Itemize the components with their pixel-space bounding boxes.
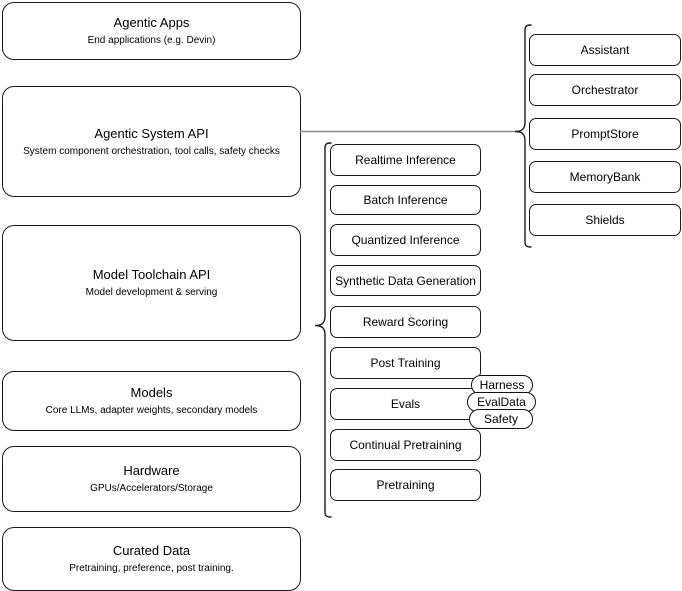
layer-subtitle: Core LLMs, adapter weights, secondary mo… [45,405,258,416]
layer-agentic-system-api[interactable]: Agentic System API System component orch… [2,86,301,197]
brace-model-toolchain-components [312,140,334,520]
component-memorybank[interactable]: MemoryBank [529,161,681,193]
connector-system-api-to-components [300,124,518,140]
component-shields[interactable]: Shields [529,204,681,236]
component-label: Synthetic Data Generation [335,273,476,288]
component-label: PromptStore [571,127,639,141]
component-post-training[interactable]: Post Training [330,347,481,379]
component-reward-scoring[interactable]: Reward Scoring [330,306,481,338]
badge-evaldata[interactable]: EvalData [467,392,536,412]
component-label: MemoryBank [569,170,641,184]
layer-models[interactable]: Models Core LLMs, adapter weights, secon… [2,371,301,431]
badge-label: Safety [483,411,519,426]
component-label: Realtime Inference [355,153,456,167]
component-pretraining[interactable]: Pretraining [330,469,481,501]
layer-subtitle: End applications (e.g. Devin) [87,35,216,46]
component-label: Batch Inference [363,193,448,207]
layer-subtitle: Model development & serving [85,287,218,298]
layer-curated-data[interactable]: Curated Data Pretraining, preference, po… [2,527,301,591]
badge-label: Harness [479,377,525,392]
component-assistant[interactable]: Assistant [529,34,681,66]
component-label: Post Training [370,356,441,370]
component-promptstore[interactable]: PromptStore [529,118,681,150]
layer-title: Model Toolchain API [92,267,211,282]
component-realtime-inference[interactable]: Realtime Inference [330,144,481,176]
layer-agentic-apps[interactable]: Agentic Apps End applications (e.g. Devi… [2,2,301,60]
brace-agentic-system-components [512,22,534,250]
component-label: Assistant [580,43,630,57]
badge-safety[interactable]: Safety [469,409,533,429]
badge-label: EvalData [477,394,526,409]
layer-model-toolchain-api[interactable]: Model Toolchain API Model development & … [2,225,301,341]
component-evals[interactable]: Evals [330,388,481,420]
component-label: Continual Pretraining [349,438,462,452]
layer-subtitle: Pretraining, preference, post training. [69,563,234,574]
component-label: Shields [585,213,625,227]
layer-title: Agentic System API [94,125,209,141]
component-label: Quantized Inference [351,233,460,247]
component-label: Reward Scoring [362,315,449,329]
layer-title: Curated Data [112,543,191,558]
layer-subtitle: GPUs/Accelerators/Storage [90,483,213,494]
component-label: Evals [390,397,421,411]
component-continual-pretraining[interactable]: Continual Pretraining [330,429,481,461]
layer-title: Hardware [123,463,180,478]
component-label: Pretraining [376,478,435,492]
component-orchestrator[interactable]: Orchestrator [529,74,681,106]
component-quantized-inference[interactable]: Quantized Inference [330,224,481,256]
layer-subtitle: System component orchestration, tool cal… [23,145,280,157]
component-label: Orchestrator [571,83,639,97]
layer-title: Models [130,385,173,400]
layer-title: Agentic Apps [113,15,190,30]
component-synthetic-data-generation[interactable]: Synthetic Data Generation [330,265,481,296]
layer-hardware[interactable]: Hardware GPUs/Accelerators/Storage [2,446,301,512]
component-batch-inference[interactable]: Batch Inference [330,185,481,215]
